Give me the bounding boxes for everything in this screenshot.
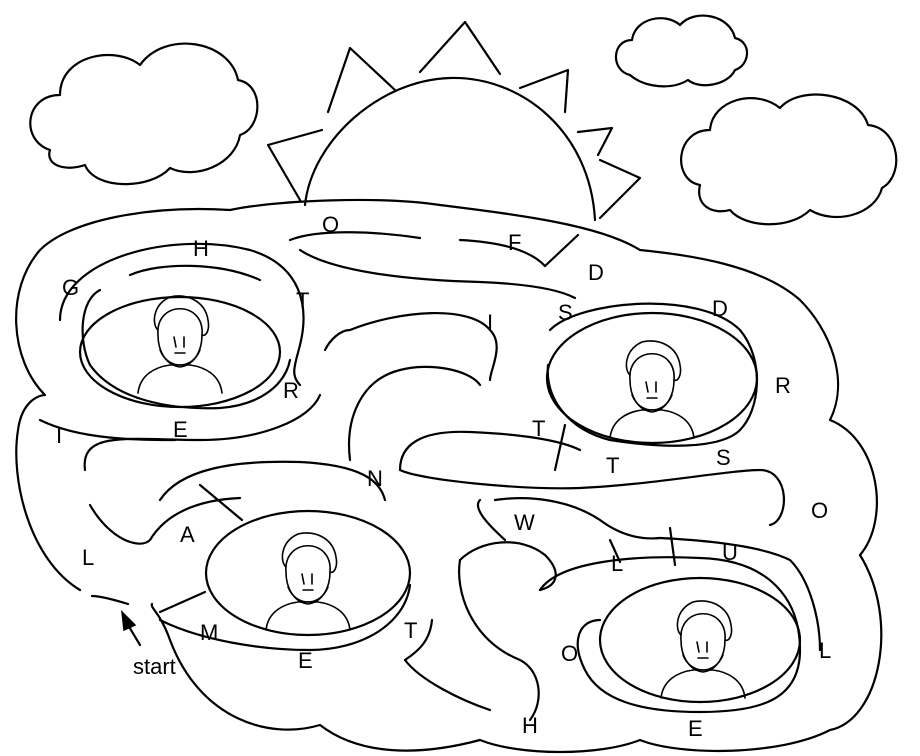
letter-t: T	[532, 416, 545, 441]
letter-r: R	[283, 378, 299, 403]
letter-w: W	[514, 510, 535, 535]
letter-h: H	[522, 713, 538, 738]
letter-r: R	[775, 373, 791, 398]
letter-o: O	[561, 641, 578, 666]
letter-e: E	[173, 417, 188, 442]
letter-d: D	[588, 260, 604, 285]
letter-i: I	[56, 423, 62, 448]
portrait-middle-left	[204, 509, 412, 637]
letter-s: S	[716, 445, 731, 470]
maze-letters: G H O T F D I S D R R I E T T S N A W O …	[56, 212, 831, 741]
letter-t: T	[296, 288, 309, 313]
cloud-icon-right	[680, 93, 898, 226]
start-arrow-icon	[121, 609, 142, 647]
letter-n: N	[367, 466, 383, 491]
letter-o: O	[811, 498, 828, 523]
letter-e: E	[688, 716, 703, 741]
portrait-bottom-right	[598, 576, 802, 704]
letter-m: M	[200, 620, 218, 645]
letter-o: O	[322, 212, 339, 237]
letter-t: T	[606, 453, 619, 478]
letter-u: U	[722, 540, 738, 565]
letter-g: G	[62, 275, 79, 300]
cloud-icon-small	[614, 14, 749, 88]
person-portrait-icon	[137, 295, 223, 394]
maze-walls	[15, 198, 883, 754]
letter-f: F	[508, 230, 521, 255]
letter-l: L	[82, 545, 94, 570]
cloud-icon-left	[29, 42, 259, 186]
person-portrait-icon	[609, 340, 695, 439]
letter-t: T	[404, 618, 417, 643]
letter-d: D	[712, 296, 728, 321]
letter-e: E	[298, 648, 313, 673]
letter-s: S	[558, 300, 573, 325]
sun-icon	[266, 20, 642, 222]
start-label: start	[133, 654, 176, 679]
portrait-top-left	[78, 295, 282, 409]
letter-i: I	[487, 310, 493, 335]
person-portrait-icon	[265, 532, 351, 631]
letter-h: H	[193, 236, 209, 261]
portrait-top-right	[545, 311, 759, 445]
letter-l: L	[819, 638, 831, 663]
letter-l: L	[611, 551, 623, 576]
start-marker: start	[121, 609, 176, 679]
letter-a: A	[180, 522, 195, 547]
person-portrait-icon	[660, 600, 746, 699]
